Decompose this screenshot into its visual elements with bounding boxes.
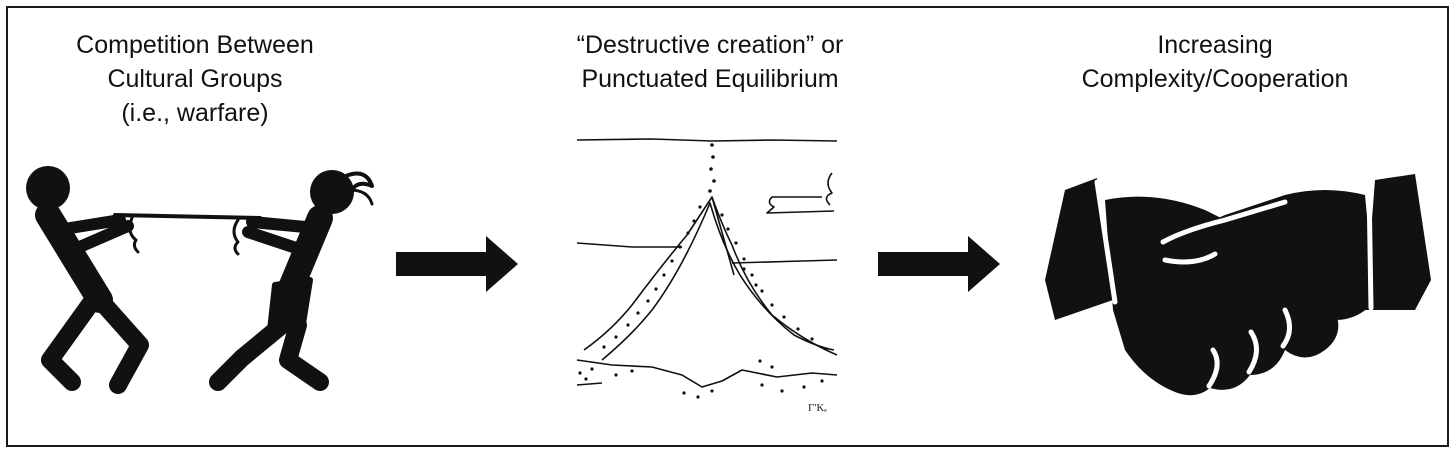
stage-1-line-2: Cultural Groups [107,65,283,93]
mountain-sketch [576,138,838,399]
right-arrow-icon-1 [396,236,518,292]
right-arrow-icon-2 [878,236,1000,292]
stage-3-caption: Increasing Complexity/Cooperation [1050,28,1380,96]
stage-3-line-2: Complexity/Cooperation [1081,65,1349,93]
stage-1-line-1: Competition Between [76,31,314,59]
stage-2-line-2: Punctuated Equilibrium [581,65,839,93]
tug-of-war-icon [26,166,374,394]
stage-2-line-1: “Destructive creation” or [576,31,844,59]
stage-1-line-3: (i.e., warfare) [121,99,269,127]
stage-3-line-1: Increasing [1157,31,1273,59]
handshake-icon [1045,174,1431,396]
stage-2-caption: “Destructive creation” or Punctuated Equ… [535,28,885,96]
sketch-signature: Γ'Kₑ [808,402,828,414]
stage-1-caption: Competition Between Cultural Groups (i.e… [30,28,360,130]
